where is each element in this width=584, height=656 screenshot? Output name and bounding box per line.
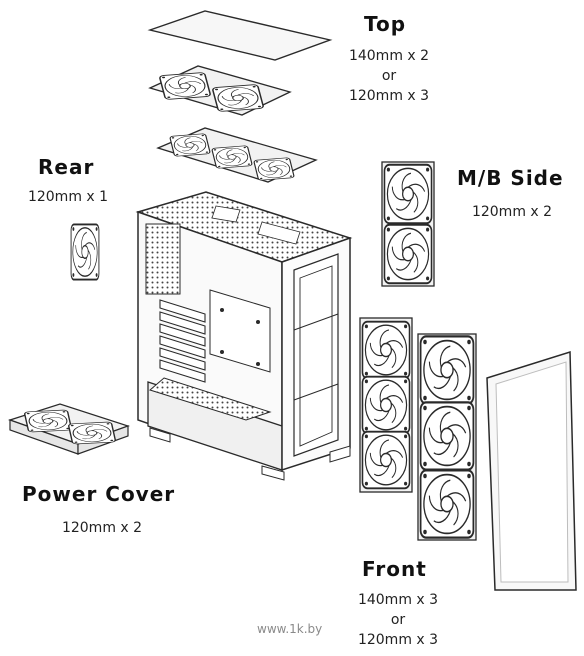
watermark: www.1k.by	[257, 622, 323, 636]
power-cover-spec: 120mm x 2	[61, 520, 143, 536]
mb-side-heading: M/B Side	[457, 166, 564, 190]
front-spec-or: or	[390, 612, 406, 628]
top-heading: Top	[364, 12, 407, 36]
top-dust-filter	[147, 10, 333, 61]
mb-side-fans	[381, 161, 435, 287]
rear-fan	[70, 223, 100, 281]
top-spec-120: 120mm x 3	[348, 88, 430, 104]
top-fan-bracket-120	[156, 127, 318, 183]
rear-heading: Rear	[38, 155, 95, 179]
top-spec-140: 140mm x 2	[348, 48, 430, 64]
front-spec-140: 140mm x 3	[357, 592, 439, 608]
power-cover-fans	[7, 403, 131, 455]
power-cover-heading: Power Cover	[22, 482, 176, 506]
front-fans-120	[359, 317, 413, 493]
mb-side-spec: 120mm x 2	[471, 204, 553, 220]
front-heading: Front	[362, 557, 427, 581]
rear-spec: 120mm x 1	[27, 189, 109, 205]
front-fans-140	[417, 333, 477, 541]
pc-case	[135, 191, 353, 481]
top-fan-bracket-140	[148, 65, 292, 116]
front-panel	[486, 350, 577, 591]
front-spec-120: 120mm x 3	[357, 632, 439, 648]
top-spec-or: or	[381, 68, 397, 84]
